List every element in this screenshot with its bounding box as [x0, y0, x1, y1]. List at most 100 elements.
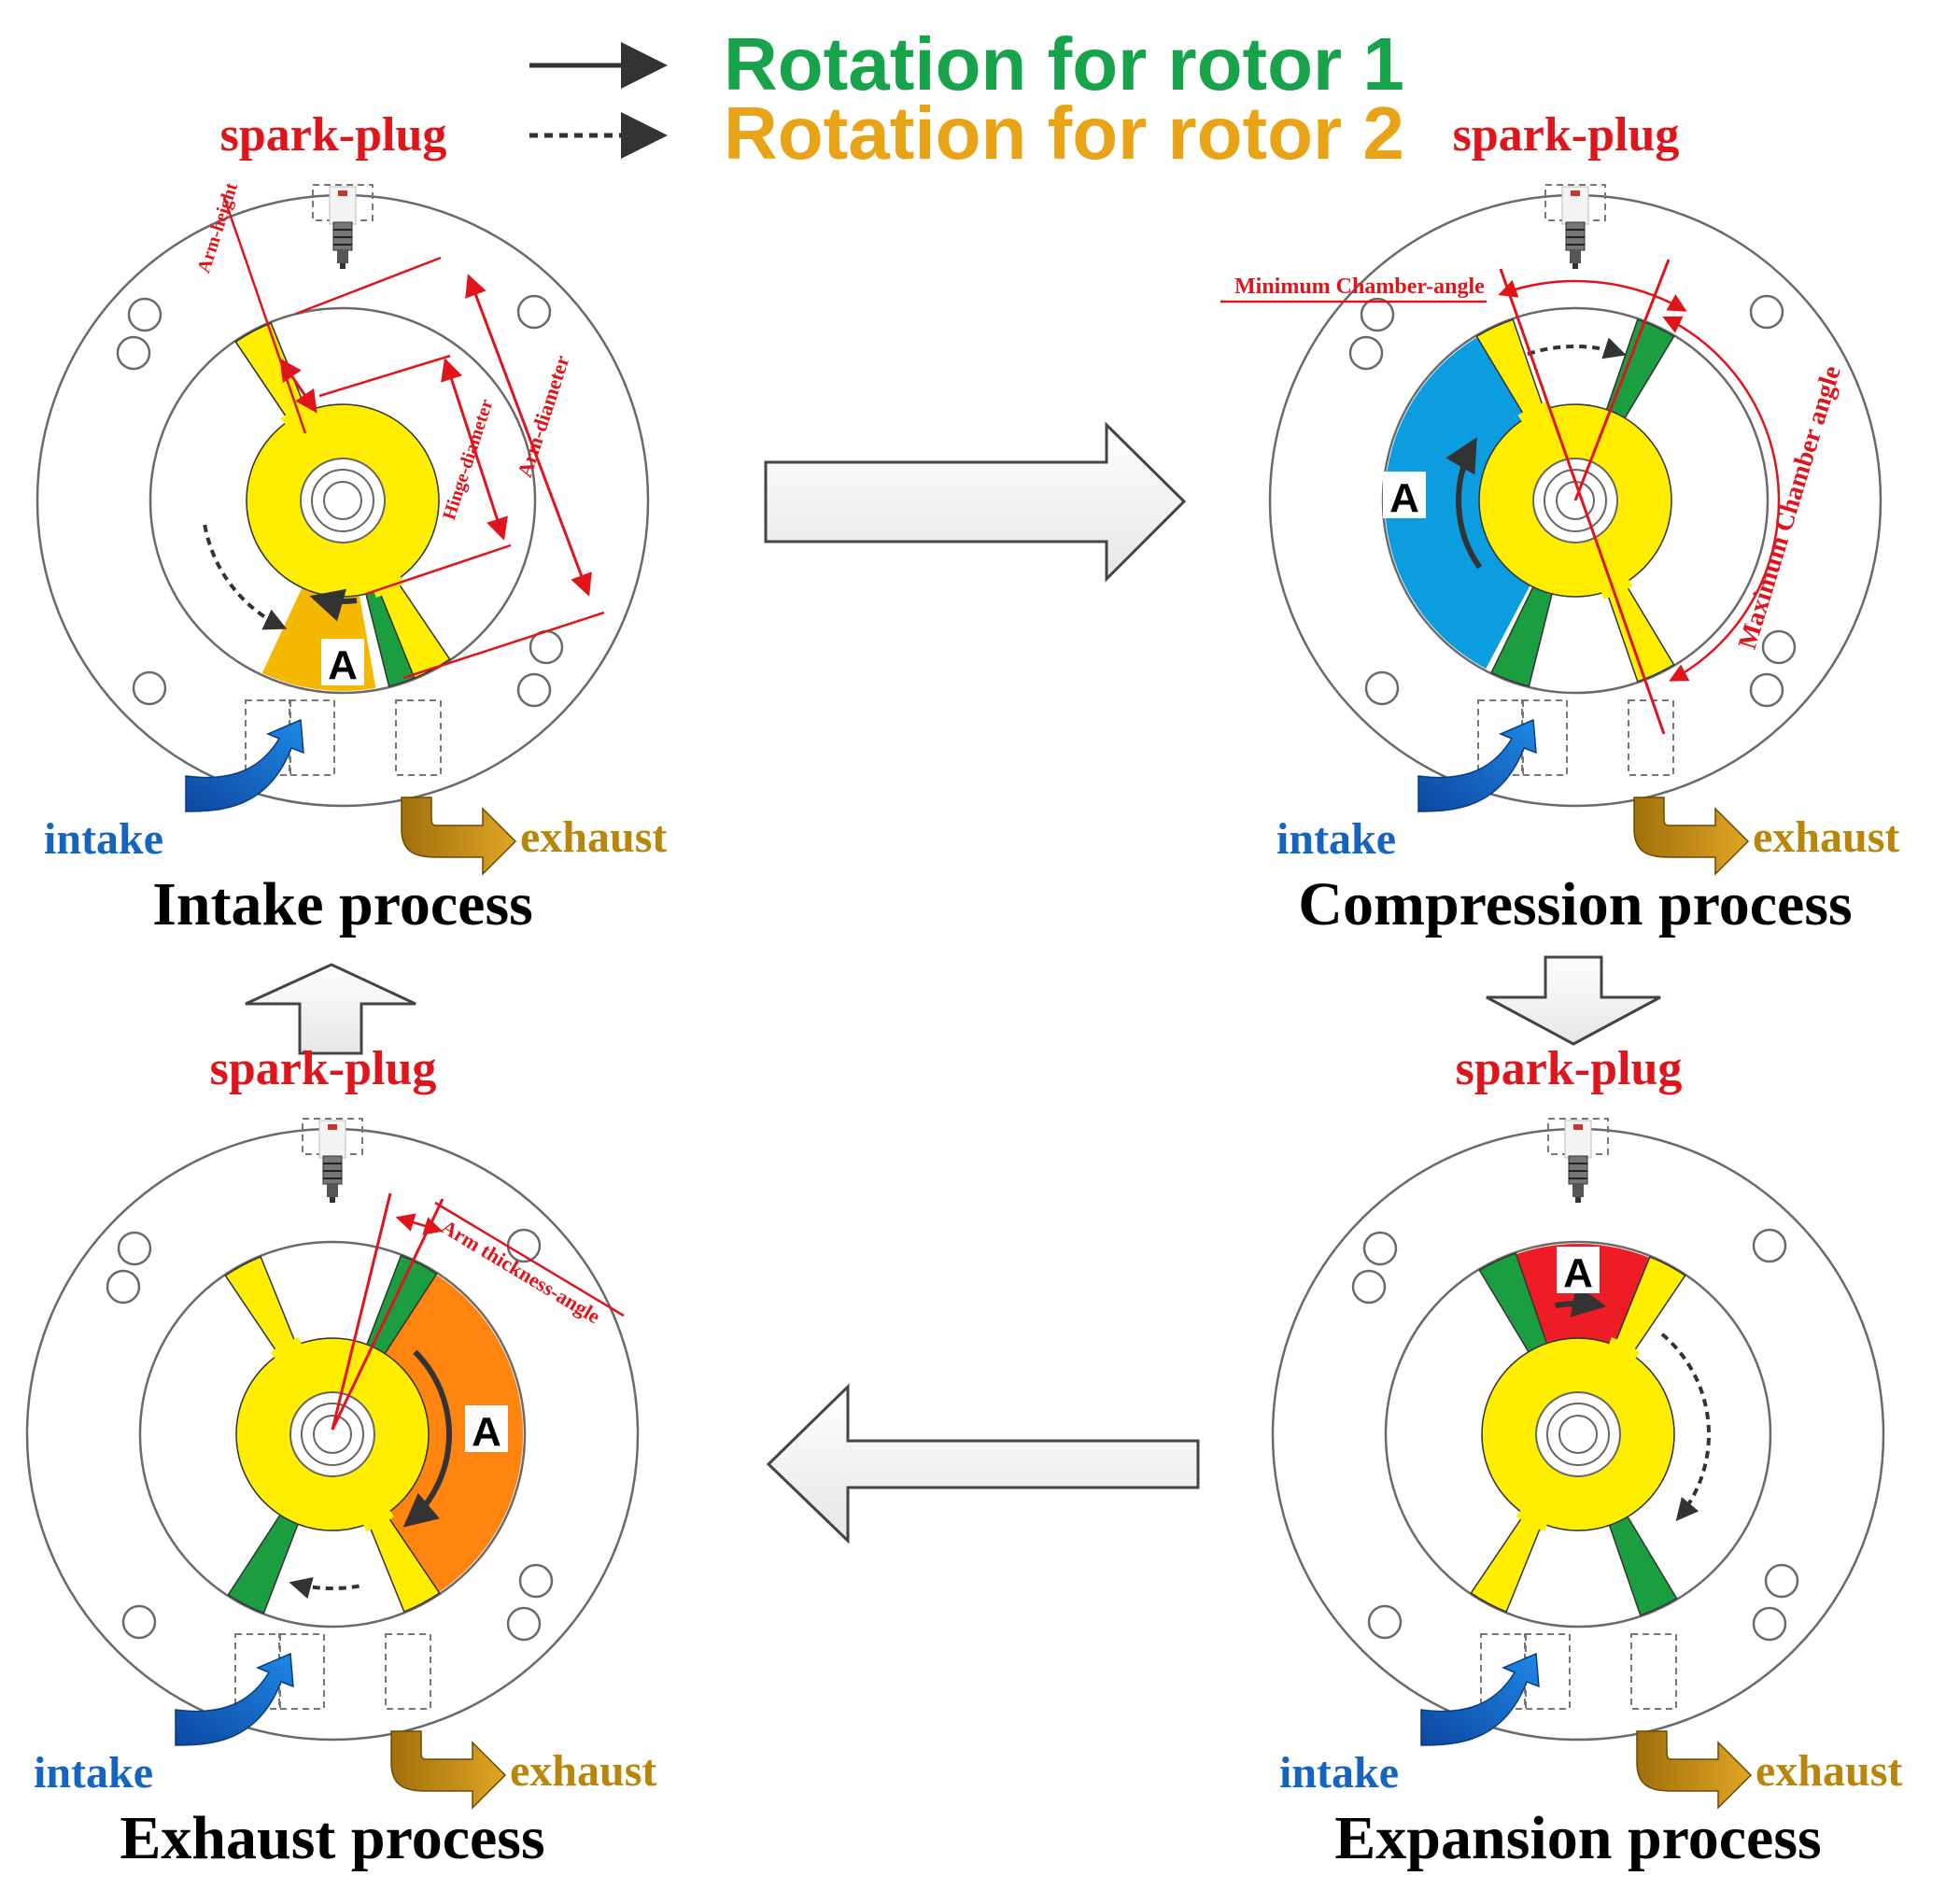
exhaust-flow-arrow [1636, 1730, 1753, 1810]
rotor2-arm-root [350, 1478, 395, 1532]
shaft-center [313, 1415, 352, 1454]
arm-thickness-line-b [331, 1198, 444, 1431]
spark-plug-label: spark-plug [220, 108, 447, 162]
process-arrow-right [764, 421, 1187, 583]
bolt-hole [1752, 1606, 1787, 1642]
rotor2-arm-root [1596, 1336, 1641, 1390]
shaft-bore [1535, 1391, 1621, 1477]
bolt-hole [127, 297, 162, 332]
legend-rotor1-label: Rotation for rotor 1 [724, 22, 1404, 106]
intake-label: intake [34, 1748, 153, 1798]
bolt-hole [516, 672, 552, 708]
spark-plug-label: spark-plug [1456, 1042, 1683, 1095]
arm-height-dimension [279, 358, 317, 414]
bolt-hole [1749, 672, 1784, 708]
spark-plug-label: spark-plug [210, 1042, 437, 1095]
process-arrow-down [1486, 955, 1661, 1046]
intake-flow-arrow [1417, 718, 1537, 812]
arm-thickness-leader [434, 1201, 625, 1318]
rotor2-arm-root [1590, 546, 1633, 599]
panel-title: Intake process [152, 870, 533, 938]
exhaust-label: exhaust [1756, 1746, 1902, 1796]
legend: Rotation for rotor 1 Rotation for rotor … [529, 22, 1404, 175]
bolt-hole [1348, 335, 1384, 371]
bolt-hole [1360, 297, 1395, 332]
min-chamber-angle-line [1499, 268, 1666, 735]
hinge-diameter-dimension [441, 358, 508, 541]
panel-title: Compression process [1298, 870, 1852, 938]
shaft-bore [300, 458, 386, 543]
min-chamber-angle-label: Minimum Chamber-angle [1234, 275, 1485, 299]
exhaust-port [385, 1633, 431, 1710]
exhaust-port [395, 699, 442, 776]
bolt-hole [121, 1604, 157, 1640]
process-arrow-left [766, 1383, 1200, 1544]
exhaust-port [1630, 1633, 1677, 1710]
chamber-label: A [472, 1409, 501, 1455]
intake-label: intake [1279, 1748, 1399, 1798]
shaft-ring [301, 1403, 364, 1466]
rotor1-rotation-arrow [402, 1349, 453, 1528]
panel-title: Expansion process [1334, 1804, 1821, 1872]
exhaust-flow-arrow [1633, 797, 1750, 876]
bolt-hole [1364, 670, 1400, 706]
bolt-hole [506, 1606, 542, 1642]
max-chamber-angle-arc [1662, 316, 1781, 682]
exhaust-label: exhaust [510, 1746, 656, 1796]
rotor2-rotation-arrow [1660, 1333, 1711, 1522]
rotor2-rotation-arrow [289, 1576, 360, 1600]
exhaust-flow-arrow [390, 1730, 507, 1810]
rotor2-rotation-arrow [203, 524, 288, 630]
min-chamber-angle-arc [1498, 279, 1687, 312]
rotor2-arm-root [1516, 1478, 1560, 1532]
chamber-label: A [328, 642, 358, 688]
bolt-hole [518, 1563, 554, 1599]
intake-flow-arrow [185, 718, 304, 812]
bolt-hole [116, 335, 151, 371]
legend-rotor2-label: Rotation for rotor 2 [724, 92, 1404, 175]
shaft-center [1558, 1415, 1598, 1454]
rotor1-rotation-arrow [309, 588, 358, 622]
rotor1-rotation-arrow [1555, 1284, 1607, 1318]
shaft-bore [289, 1391, 375, 1477]
shaft-center [323, 481, 362, 520]
bolt-hole [1761, 629, 1797, 665]
bolt-hole [1351, 1269, 1387, 1305]
intake-label: intake [44, 814, 163, 864]
arm-diameter-dimension [465, 274, 592, 597]
rotor2-arm-root [270, 1336, 315, 1390]
bolt-hole [1752, 1228, 1787, 1263]
hinge-diameter-top-guide [318, 354, 451, 398]
chamber-label-box [465, 1405, 508, 1452]
arm-thickness-dimension [395, 1213, 444, 1235]
bolt-hole [1749, 294, 1784, 330]
chamber-label-box [1383, 472, 1426, 518]
intake-label: intake [1276, 814, 1396, 864]
exhaust-flow-arrow [401, 797, 517, 876]
shaft-ring [311, 469, 374, 532]
exhaust-label: exhaust [1753, 812, 1899, 862]
arm-thickness-line-a [331, 1192, 392, 1431]
hinge-diameter-bottom-guide [365, 543, 512, 596]
bolt-hole [1367, 1604, 1403, 1640]
spark-plug-label: spark-plug [1453, 108, 1680, 162]
rotor1-rotation-arrow [1445, 437, 1483, 570]
arm-diameter-bottom-guide [402, 611, 605, 680]
bolt-hole [106, 1269, 141, 1305]
bolt-hole [1362, 1231, 1398, 1266]
panel-title: Exhaust process [120, 1804, 544, 1872]
chamber-label-box [321, 639, 364, 685]
shaft-ring [1546, 1403, 1610, 1466]
rotor2-arm-root [1517, 402, 1560, 455]
bolt-hole [117, 1231, 152, 1266]
process-arrow-up [245, 963, 416, 1055]
chamber-label-box [1557, 1247, 1600, 1293]
intake-flow-arrow [175, 1652, 294, 1746]
rotor2-arm-root [280, 402, 325, 457]
exhaust-label: exhaust [520, 812, 667, 862]
